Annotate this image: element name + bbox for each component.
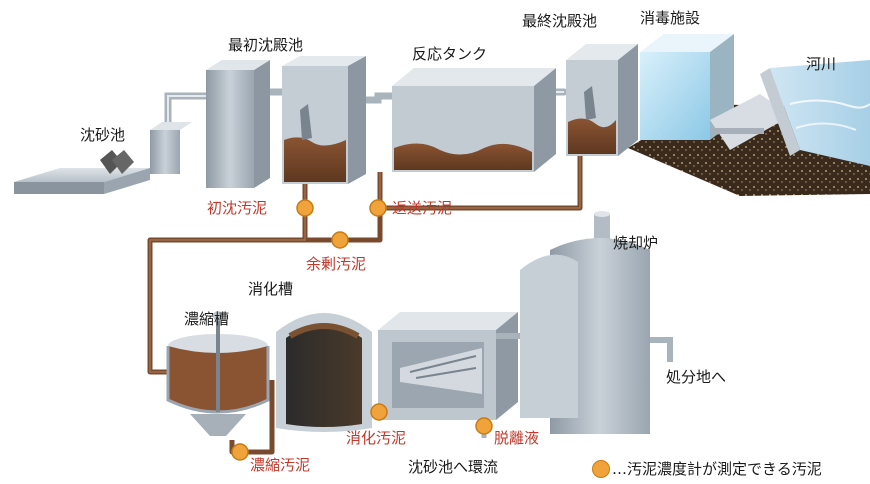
label-dewatering-filtrate: 脱離液 xyxy=(494,429,540,447)
label-incinerator: 焼却炉 xyxy=(613,234,659,252)
incinerator xyxy=(520,211,673,434)
label-disinfection: 消毒施設 xyxy=(640,9,701,27)
marker-primary-sludge xyxy=(296,199,314,217)
sludge-markers xyxy=(231,199,493,461)
primary-clarifier xyxy=(206,56,366,188)
label-primary-sludge: 初沈汚泥 xyxy=(207,199,268,217)
dewatering-machine xyxy=(378,312,548,438)
label-river: 河川 xyxy=(806,55,837,73)
marker-excess-sludge xyxy=(331,231,349,249)
label-grit-chamber: 沈砂池 xyxy=(80,126,126,144)
reaction-tank xyxy=(392,68,556,172)
digester xyxy=(276,313,372,432)
label-thickened-sludge: 濃縮汚泥 xyxy=(250,456,311,474)
marker-return-sludge xyxy=(369,199,387,217)
label-digested-sludge: 消化汚泥 xyxy=(346,429,407,447)
label-excess-sludge: 余剰汚泥 xyxy=(306,255,367,273)
final-clarifier xyxy=(566,44,638,156)
river xyxy=(760,60,870,166)
legend-marker-icon xyxy=(592,459,610,478)
label-return-sludge: 返送汚泥 xyxy=(392,199,453,217)
legend: …汚泥濃度計が測定できる汚泥 xyxy=(592,458,822,479)
label-final-clarifier: 最終沈殿池 xyxy=(522,12,598,30)
label-reaction-tank: 反応タンク xyxy=(412,45,488,63)
label-digester: 消化槽 xyxy=(248,280,294,298)
legend-text: …汚泥濃度計が測定できる汚泥 xyxy=(612,460,822,478)
label-to-landfill: 処分地へ xyxy=(666,368,727,386)
thickener xyxy=(166,311,270,436)
label-primary-clarifier: 最初沈殿池 xyxy=(228,36,304,54)
marker-dewatering-filtrate xyxy=(475,417,493,435)
grit-chamber xyxy=(14,122,192,194)
marker-thickened-sludge xyxy=(231,443,249,461)
label-return-to-grit: 沈砂池へ環流 xyxy=(408,458,499,476)
marker-digested-sludge xyxy=(370,403,388,421)
label-thickener: 濃縮槽 xyxy=(184,310,230,328)
